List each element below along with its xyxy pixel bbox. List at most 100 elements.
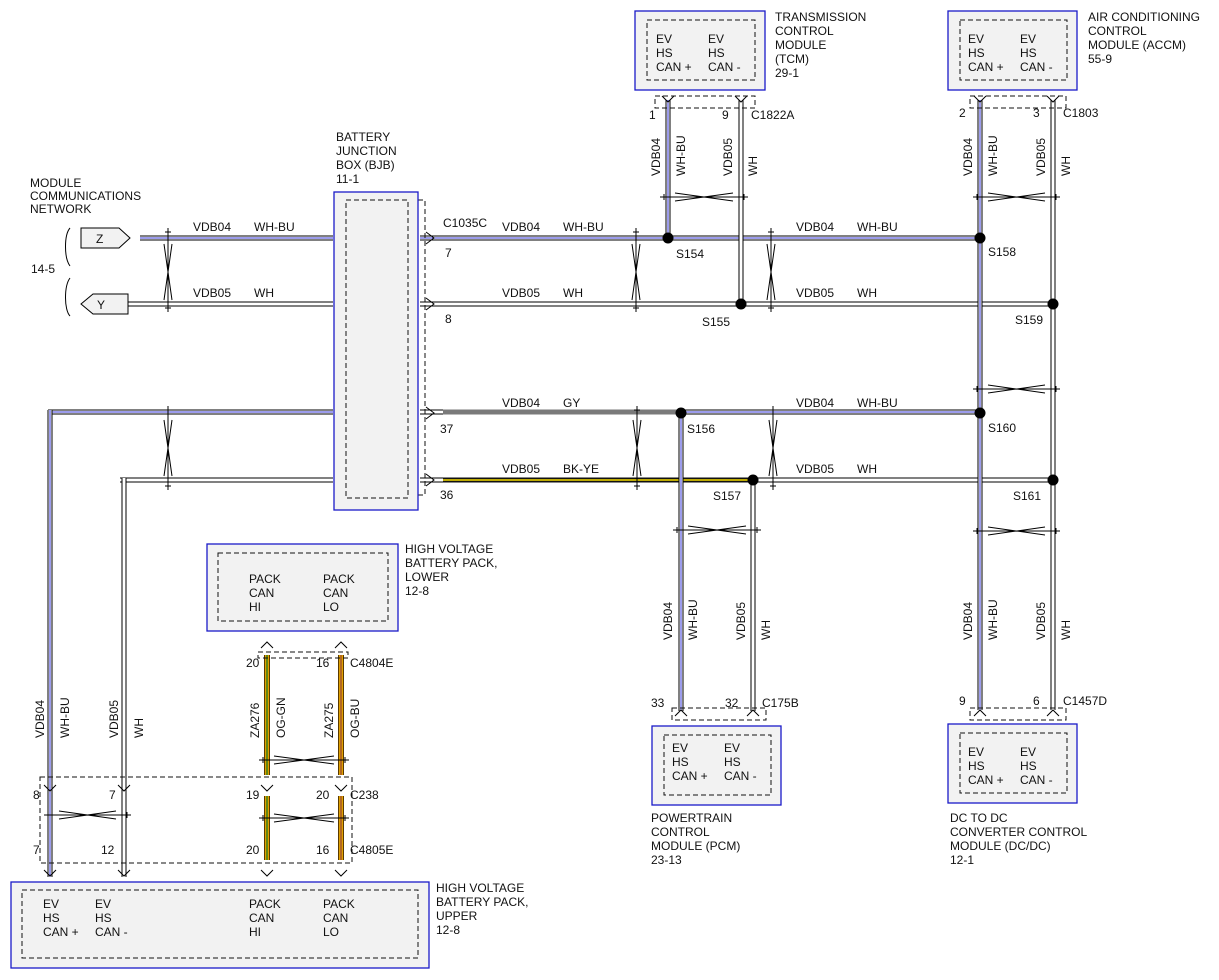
dcdc-pin1-line3: CAN + xyxy=(968,773,1004,787)
pin-c4805e-12: 12 xyxy=(101,843,115,857)
wire-label-vdb04-z: VDB04 xyxy=(193,220,231,234)
wire-color-wh-bu-7: WH-BU xyxy=(563,220,604,234)
hvbp-upper-label: HIGH VOLTAGE BATTERY PACK, UPPER 12-8 xyxy=(436,881,528,937)
lower-pin1-line3: HI xyxy=(249,600,261,614)
wire-vdb05-36 xyxy=(120,477,1054,483)
wire-vdb05-left-vertical xyxy=(121,478,127,877)
upper-pin1-line3: CAN + xyxy=(43,925,79,939)
splice-dots xyxy=(662,232,1059,486)
hvbp-lower-label: HIGH VOLTAGE BATTERY PACK, LOWER 12-8 xyxy=(405,542,497,598)
splice-s157: S157 xyxy=(713,489,741,503)
wire-vdb04-37 xyxy=(48,409,981,415)
accm-label: AIR CONDITIONING CONTROL MODULE (ACCM) 5… xyxy=(1088,10,1200,66)
vlabel-dcdc-vdb04: VDB04 xyxy=(961,602,975,640)
wire-color-wh-s155: WH xyxy=(857,286,877,300)
bjb-name-line1: BATTERY xyxy=(336,130,390,144)
wire-color-wh-s157: WH xyxy=(857,462,877,476)
wire-color-wh-y: WH xyxy=(254,286,274,300)
connector-dash-outlines xyxy=(39,95,1067,864)
network-ref: 14-5 xyxy=(31,262,55,276)
dcdc-name-line3: MODULE (DC/DC) xyxy=(950,839,1051,853)
connector-c1822a: C1822A xyxy=(751,108,794,122)
dcdc-pin1-line1: EV xyxy=(968,745,984,759)
pin-bjb-36: 36 xyxy=(440,488,454,502)
hvbp-lower-module[interactable]: PACK CAN HI PACK CAN LO xyxy=(206,543,399,632)
pin-bjb-8: 8 xyxy=(445,312,452,326)
pcm-module[interactable]: EV HS CAN + EV HS CAN - xyxy=(651,725,782,806)
wire-label-vdb05-s157: VDB05 xyxy=(796,462,834,476)
pcm-label: POWERTRAIN CONTROL MODULE (PCM) 23-13 xyxy=(651,811,740,867)
pin-bjb-7: 7 xyxy=(445,246,452,260)
pcm-name-line3: MODULE (PCM) xyxy=(651,839,740,853)
dcdc-name-line1: DC TO DC xyxy=(950,811,1008,825)
wire-label-vdb04-s156: VDB04 xyxy=(796,396,834,410)
lower-ref: 12-8 xyxy=(405,584,429,598)
splice-s161: S161 xyxy=(1013,489,1041,503)
vlabel-pcm-wh: WH xyxy=(759,620,773,640)
wire-vdb05-y xyxy=(128,301,1056,307)
pin-dcdc-6: 6 xyxy=(1033,694,1040,708)
accm-pin2-line2: HS xyxy=(1020,46,1037,60)
pcm-pin2-line3: CAN - xyxy=(724,769,757,783)
pcm-name-line2: CONTROL xyxy=(651,825,710,839)
dcdc-name-line2: CONVERTER CONTROL xyxy=(950,825,1087,839)
dcdc-pin2-line3: CAN - xyxy=(1020,773,1053,787)
accm-pin1-line1: EV xyxy=(968,32,984,46)
wire-tcm-verticals xyxy=(665,100,744,304)
upper-name-line3: UPPER xyxy=(436,909,478,923)
upper-pin1-line2: HS xyxy=(43,911,60,925)
tcm-module[interactable]: EV HS CAN + EV HS CAN - xyxy=(634,10,766,91)
vlabel-accm-vdb04: VDB04 xyxy=(961,138,975,176)
pin-accm-2: 2 xyxy=(959,106,966,120)
connector-c1457d: C1457D xyxy=(1063,694,1107,708)
network-y-connector[interactable]: Y xyxy=(80,293,129,315)
dcdc-pin1-line2: HS xyxy=(968,759,985,773)
vlabel-tcm-wh-bu: WH-BU xyxy=(674,135,688,176)
upper-pin3-line3: HI xyxy=(249,925,261,939)
pcm-pin1-line3: CAN + xyxy=(672,769,708,783)
wire-label-vdb05-36: VDB05 xyxy=(502,462,540,476)
network-name-line1: MODULE xyxy=(30,176,81,190)
pin-c238-8: 8 xyxy=(33,788,40,802)
tcm-name-line1: TRANSMISSION xyxy=(775,10,866,24)
splice-ids: S154 S155 S158 S159 S156 S157 S160 S161 xyxy=(676,245,1043,503)
pin-c238-19: 19 xyxy=(246,788,260,802)
accm-module[interactable]: EV HS CAN + EV HS CAN - xyxy=(947,10,1078,91)
connector-c1803: C1803 xyxy=(1063,106,1099,120)
pcm-pin1-line2: HS xyxy=(672,755,689,769)
bjb-ref: 11-1 xyxy=(336,172,359,186)
upper-pin3-line1: PACK xyxy=(249,897,281,911)
lower-pin2-line1: PACK xyxy=(323,572,355,586)
accm-name-line3: MODULE (ACCM) xyxy=(1088,38,1186,52)
connector-ids: C1822A C1803 C1035C C4804E C238 C4805E C… xyxy=(350,106,1107,857)
lower-pin1-line1: PACK xyxy=(249,572,281,586)
accm-ref: 55-9 xyxy=(1088,52,1112,66)
dcdc-module[interactable]: EV HS CAN + EV HS CAN - xyxy=(947,723,1078,804)
bjb-module[interactable] xyxy=(333,191,419,511)
pin-c4805e-16: 16 xyxy=(316,843,330,857)
accm-pin1-line3: CAN + xyxy=(968,60,1004,74)
pin-accm-3: 3 xyxy=(1033,106,1040,120)
pin-lower-20: 20 xyxy=(246,656,260,670)
vlabel-og-gn: OG-GN xyxy=(274,697,288,738)
wire-color-wh-bu-s154: WH-BU xyxy=(857,220,898,234)
dcdc-pin2-line1: EV xyxy=(1020,745,1036,759)
connector-c175b: C175B xyxy=(762,696,799,710)
tcm-ref: 29-1 xyxy=(775,66,799,80)
network-z-connector[interactable]: Z xyxy=(80,227,131,249)
lower-pin2-line2: CAN xyxy=(323,586,348,600)
upper-pin2-line1: EV xyxy=(95,897,111,911)
vlabel-dcdc-wh-bu: WH-BU xyxy=(986,599,1000,640)
hvbp-upper-module[interactable]: EV HS CAN + EV HS CAN - PACK CAN HI PACK… xyxy=(10,881,430,969)
network-label: MODULE COMMUNICATIONS NETWORK 14-5 xyxy=(30,176,141,317)
wire-color-wh-8: WH xyxy=(563,286,583,300)
accm-name-line2: CONTROL xyxy=(1088,24,1147,38)
pin-tcm-1: 1 xyxy=(649,108,656,122)
pin-dcdc-9: 9 xyxy=(959,694,966,708)
tcm-pin1-line2: HS xyxy=(656,46,673,60)
wire-label-vdb04-7: VDB04 xyxy=(502,220,540,234)
pcm-pin2-line1: EV xyxy=(724,741,740,755)
splice-s154: S154 xyxy=(676,247,704,261)
wire-color-wh-bu-s156: WH-BU xyxy=(857,396,898,410)
